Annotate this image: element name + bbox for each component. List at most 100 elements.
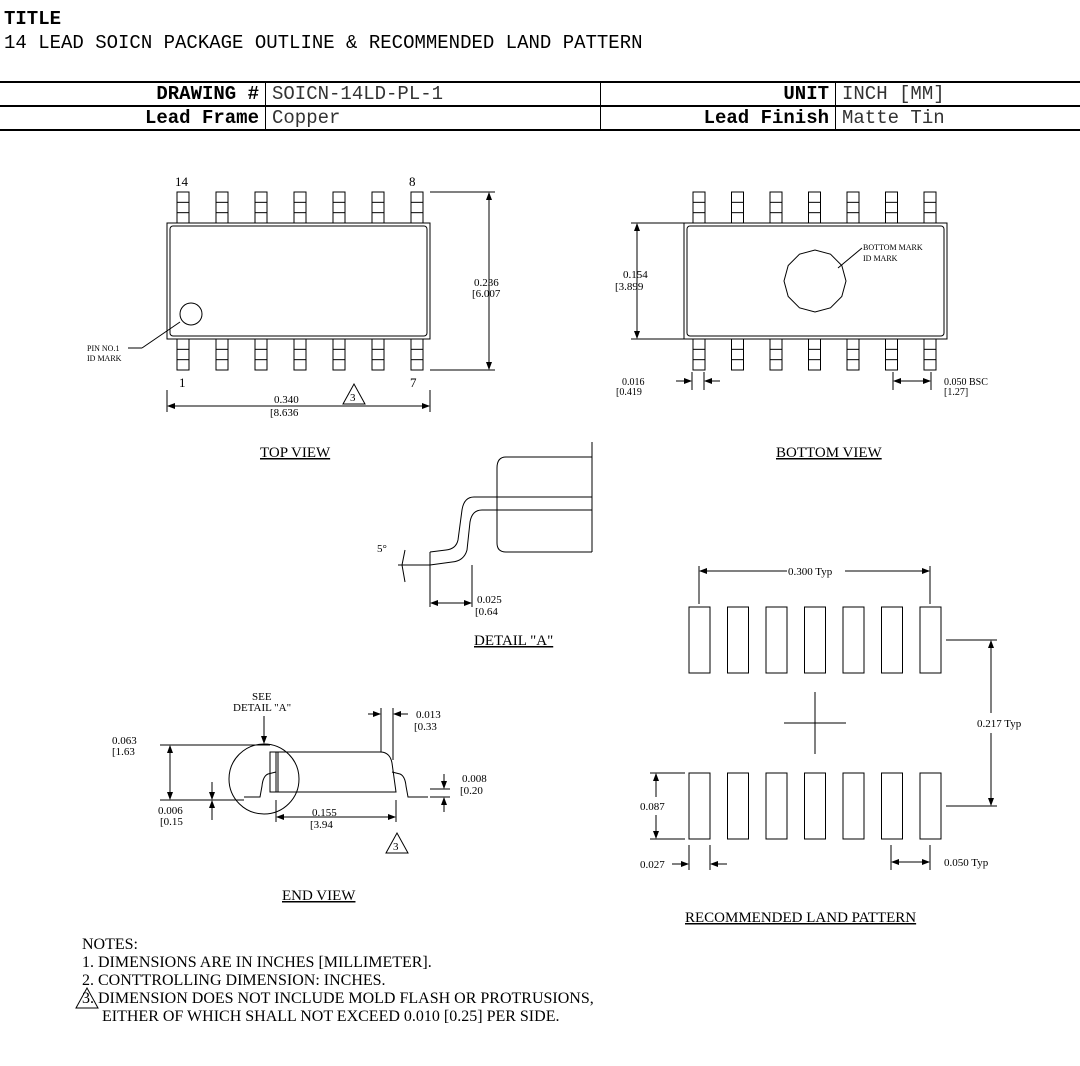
detail-a-foot-inch: 0.025	[477, 594, 502, 606]
detail-a-lead-top	[429, 496, 497, 553]
notes-heading: NOTES:	[82, 936, 138, 953]
package-lead	[731, 191, 744, 224]
package-lead	[332, 338, 346, 371]
drawing-number-label: DRAWING #	[0, 81, 266, 107]
land-pad	[765, 772, 788, 840]
pin1-mark-label: PIN NO.1	[87, 344, 119, 353]
pin1-mark-icon	[179, 302, 203, 326]
land-pattern-upper-pads	[688, 606, 942, 674]
top-length-inch: 0.340	[274, 394, 299, 406]
package-lead	[769, 191, 783, 224]
unit-label: UNIT	[600, 81, 836, 107]
land-row-pitch-label: 0.217 Typ	[977, 718, 1022, 730]
see-detail-label: DETAIL "A"	[233, 702, 291, 714]
bottom-view-body-inner	[686, 225, 945, 337]
land-pad	[881, 772, 903, 840]
package-lead	[410, 191, 424, 224]
land-pad	[688, 772, 711, 840]
end-lead-thk-inch: 0.013	[416, 709, 441, 721]
package-lead	[885, 338, 898, 371]
land-pad	[727, 772, 749, 840]
package-lead	[371, 191, 385, 224]
end-view-body	[275, 751, 397, 793]
bottom-id-mark-icon	[783, 249, 847, 313]
land-pitch-label: 0.050 Typ	[944, 857, 989, 869]
land-pad	[804, 772, 826, 840]
top-view	[128, 191, 495, 412]
top-view-lower-leads	[176, 338, 424, 371]
package-lead	[215, 191, 229, 224]
pin14-label: 14	[175, 174, 189, 189]
unit-value: INCH [MM]	[835, 81, 1080, 107]
note-item: EITHER OF WHICH SHALL NOT EXCEED 0.010 […	[82, 1008, 560, 1025]
note3-triangle-icon	[342, 382, 366, 405]
drawing-title: 14 LEAD SOICN PACKAGE OUTLINE & RECOMMEN…	[4, 32, 643, 54]
package-lead	[254, 338, 268, 371]
package-lead	[371, 338, 385, 371]
bottom-view	[631, 191, 948, 390]
lead-frame-label: Lead Frame	[0, 105, 266, 131]
note3-triangle-icon	[385, 831, 409, 854]
package-lead	[215, 338, 229, 371]
note-item: 1. DIMENSIONS ARE IN INCHES [MILLIMETER]…	[82, 954, 432, 971]
detail-a-foot-mm: [0.64	[475, 606, 498, 618]
notes-block: NOTES: 1. DIMENSIONS ARE IN INCHES [MILL…	[82, 936, 594, 1026]
pin7-label: 7	[410, 375, 417, 390]
package-lead	[885, 191, 898, 224]
detail-a-body	[496, 456, 592, 553]
land-span-label: 0.300 Typ	[788, 566, 833, 578]
detail-a-caption: DETAIL "A"	[474, 633, 553, 649]
package-lead	[692, 191, 706, 224]
lead-frame-value: Copper	[265, 105, 601, 131]
bottom-lead-mm: [0.419	[616, 387, 642, 398]
lead-finish-value: Matte Tin	[835, 105, 1080, 131]
land-pattern-lower-pads	[688, 772, 942, 840]
bottom-pitch-inch: 0.050 BSC	[944, 377, 988, 388]
end-frame-mm: [0.20	[460, 785, 483, 797]
package-lead	[731, 338, 744, 371]
top-length-mm: [8.636	[270, 407, 299, 419]
package-lead	[176, 191, 190, 224]
end-standoff-inch: 0.006	[158, 805, 183, 817]
bottom-body-inch: 0.154	[623, 269, 648, 281]
end-view-lead-right	[391, 771, 428, 798]
land-pad	[727, 606, 749, 674]
package-lead	[692, 338, 706, 371]
end-height-mm: [1.63	[112, 746, 135, 758]
end-lead-thk-mm: [0.33	[414, 721, 437, 733]
lead-finish-label: Lead Finish	[600, 105, 836, 131]
detail-a-angle-arc	[401, 549, 406, 583]
package-lead	[846, 338, 860, 371]
title-block-row: Lead Frame Copper Lead Finish Matte Tin	[0, 105, 1080, 131]
note-item: 2. CONTTROLLING DIMENSION: INCHES.	[82, 972, 386, 989]
end-view-lead-left	[244, 771, 277, 798]
end-frame-inch: 0.008	[462, 773, 487, 785]
bottom-body-mm: [3.899	[615, 281, 644, 293]
bottom-pitch-mm: [1.27]	[944, 387, 968, 398]
note3-ref: 3	[393, 841, 399, 853]
bottom-view-lower-leads	[692, 338, 937, 371]
see-detail-label: SEE	[252, 691, 272, 703]
land-pad	[919, 606, 942, 674]
land-pad	[842, 772, 865, 840]
note3-triangle-icon	[75, 986, 99, 1009]
land-pad	[842, 606, 865, 674]
top-view-upper-leads	[176, 191, 424, 224]
bottom-view-upper-leads	[692, 191, 937, 224]
land-pattern-caption: RECOMMENDED LAND PATTERN	[685, 910, 916, 926]
bottom-lead-inch: 0.016	[622, 377, 645, 388]
bottom-mark-label: BOTTOM MARK	[863, 243, 923, 252]
end-view-caption: END VIEW	[282, 888, 356, 904]
drawing-number-value: SOICN-14LD-PL-1	[265, 81, 601, 107]
pin1-leader	[141, 321, 181, 349]
package-lead	[846, 191, 860, 224]
package-lead	[923, 338, 937, 371]
package-lead	[254, 191, 268, 224]
land-pad	[765, 606, 788, 674]
top-width-mm: [6.007	[472, 288, 501, 300]
top-view-body-outer	[166, 222, 431, 340]
end-height-inch: 0.063	[112, 735, 137, 747]
package-lead	[808, 338, 821, 371]
detail-a-angle: 5°	[377, 543, 387, 555]
